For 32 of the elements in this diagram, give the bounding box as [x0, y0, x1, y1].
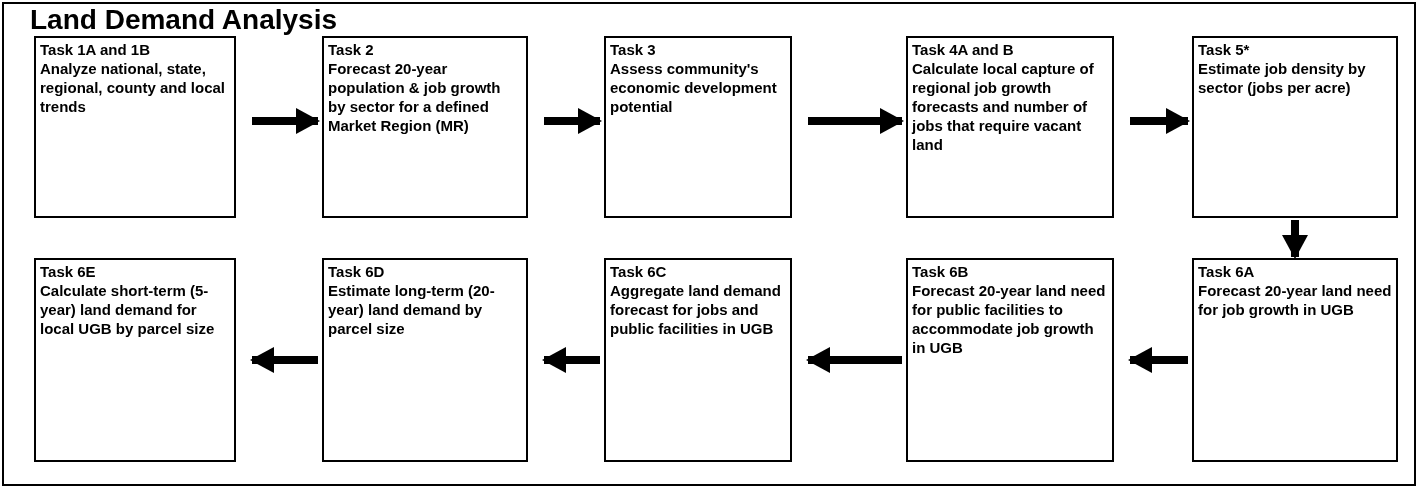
- task-description: Aggregate land demand forecast for jobs and public facilities in UGB: [610, 281, 782, 338]
- task-heading: Task 3: [610, 40, 657, 59]
- task-box: [1192, 258, 1398, 462]
- task-heading: Task 5*: [1198, 40, 1251, 59]
- diagram-title: Land Demand Analysis: [30, 4, 338, 36]
- task-heading: Task 6E: [40, 262, 97, 281]
- task-box: [906, 36, 1114, 218]
- task-heading: Task 6C: [610, 262, 668, 281]
- arrow: [1282, 220, 1308, 259]
- task-box: [604, 36, 792, 218]
- task-heading: Task 2: [328, 40, 375, 59]
- task-box: [906, 258, 1114, 462]
- task-heading: Task 4A and B: [912, 40, 1015, 59]
- task-heading: Task 1A and 1B: [40, 40, 152, 59]
- task-box: [322, 36, 528, 218]
- task-heading: Task 6B: [912, 262, 970, 281]
- task-description: Calculate local capture of regional job growth forecasts and number of jobs that require vacant land: [912, 59, 1095, 154]
- task-box: [1192, 36, 1398, 218]
- task-description: Assess community's economic development potential: [610, 59, 778, 116]
- task-heading: Task 6D: [328, 262, 386, 281]
- task-description: Analyze national, state, regional, county and local trends: [40, 59, 227, 116]
- task-box: [604, 258, 792, 462]
- task-description: Forecast 20-year land need for job growth in UGB: [1198, 281, 1392, 319]
- task-box: [34, 258, 236, 462]
- task-description: Estimate long-term (20-year) land demand by parcel size: [328, 281, 496, 338]
- task-description: Calculate short-term (5-year) land demand for local UGB by parcel size: [40, 281, 216, 338]
- task-description: Forecast 20-year population & job growth by sector for a defined Market Region (MR): [328, 59, 502, 135]
- task-heading: Task 6A: [1198, 262, 1256, 281]
- task-description: Estimate job density by sector (jobs per acre): [1198, 59, 1367, 97]
- task-box: [322, 258, 528, 462]
- task-description: Forecast 20-year land need for public facilities to accommodate job growth in UGB: [912, 281, 1107, 357]
- task-box: [34, 36, 236, 218]
